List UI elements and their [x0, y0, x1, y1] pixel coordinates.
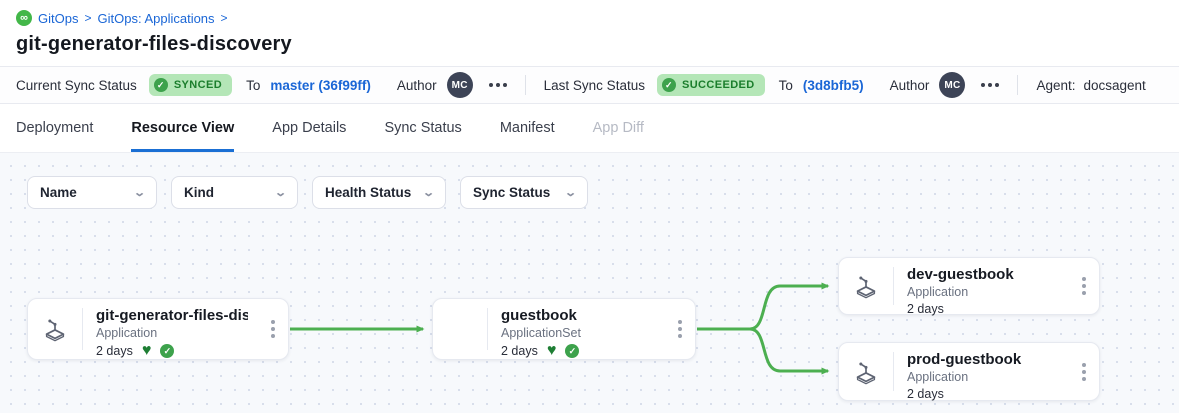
tab-resource-view[interactable]: Resource View: [131, 104, 235, 152]
current-sync-status-label: Current Sync Status: [16, 77, 137, 93]
breadcrumb-gitops-applications[interactable]: GitOps: Applications: [97, 10, 215, 26]
sync-check-icon: ✓: [160, 344, 175, 358]
status-bar: Current Sync Status ✓ SYNCED To master (…: [0, 66, 1179, 104]
node-menu-button[interactable]: [665, 299, 695, 359]
filter-sync-status-dropdown[interactable]: Sync Status ⌄: [460, 176, 588, 209]
filter-sync-status-label: Sync Status: [473, 185, 551, 200]
node-body: prod-guestbook Application 2 days: [894, 343, 1069, 401]
divider: [82, 308, 83, 350]
node-meta: 2 days ♥ ✓: [96, 343, 248, 359]
current-author-label: Author: [396, 77, 437, 93]
agent-label: Agent:: [1036, 77, 1076, 93]
tab-app-diff: App Diff: [592, 120, 644, 136]
node-body: dev-guestbook Application 2 days: [894, 258, 1069, 316]
last-sync-status-label: Last Sync Status: [543, 77, 645, 93]
health-heart-icon: ♥: [546, 342, 557, 359]
divider: [1017, 75, 1019, 95]
succeeded-badge-label: SUCCEEDED: [681, 79, 755, 91]
node-age: 2 days: [96, 344, 133, 358]
node-kind: Application: [96, 326, 158, 340]
filter-health-status-dropdown[interactable]: Health Status ⌄: [312, 176, 446, 209]
chevron-down-icon: ⌄: [132, 187, 146, 199]
last-author-avatar[interactable]: MC: [939, 72, 966, 98]
current-author-avatar[interactable]: MC: [446, 72, 473, 98]
node-guestbook[interactable]: guestbook ApplicationSet 2 days ♥ ✓: [432, 298, 696, 360]
node-kind: Application: [907, 370, 969, 384]
breadcrumb: ∞ GitOps > GitOps: Applications >: [16, 10, 1163, 26]
node-body: guestbook ApplicationSet 2 days ♥ ✓: [488, 299, 665, 359]
filter-name-label: Name: [40, 185, 77, 200]
page-title: git-generator-files-discovery: [16, 33, 292, 55]
node-age: 2 days: [501, 344, 538, 358]
breadcrumb-gitops[interactable]: GitOps: [38, 10, 79, 26]
node-prod-guestbook[interactable]: prod-guestbook Application 2 days: [838, 342, 1100, 401]
node-title: guestbook: [501, 307, 577, 324]
current-to-label: To: [246, 77, 261, 93]
check-circle-icon: ✓: [153, 78, 168, 92]
chevron-down-icon: ⌄: [421, 187, 435, 199]
health-heart-icon: ♥: [141, 342, 152, 359]
filter-bar: Name ⌄ Kind ⌄ Health Status ⌄ Sync Statu…: [27, 176, 588, 209]
edge-appset-to-dev: [749, 282, 830, 331]
filter-name-dropdown[interactable]: Name ⌄: [27, 176, 157, 209]
tab-app-details[interactable]: App Details: [272, 120, 347, 136]
chevron-down-icon: ⌄: [273, 187, 287, 199]
node-kind: Application: [907, 285, 969, 299]
divider: [893, 267, 894, 305]
divider: [524, 75, 526, 95]
node-body: git-generator-files-disco... Application…: [83, 299, 258, 359]
filter-health-status-label: Health Status: [325, 185, 412, 200]
last-author-label: Author: [889, 77, 930, 93]
node-meta: 2 days: [907, 302, 1059, 316]
node-title: git-generator-files-disco...: [96, 307, 248, 324]
tab-deployment[interactable]: Deployment: [16, 120, 94, 136]
synced-badge: ✓ SYNCED: [148, 74, 233, 96]
node-age: 2 days: [907, 387, 944, 401]
tab-manifest[interactable]: Manifest: [499, 120, 555, 136]
last-revision-link[interactable]: (3d8bfb5): [802, 77, 864, 93]
node-meta: 2 days ♥ ✓: [501, 343, 655, 359]
chevron-down-icon: ⌄: [563, 187, 577, 199]
agent-value: docsagent: [1083, 77, 1146, 93]
sync-check-icon: ✓: [565, 344, 580, 358]
application-icon: [839, 258, 893, 314]
node-meta: 2 days: [907, 387, 1059, 401]
current-revision-link[interactable]: master (36f99ff): [270, 77, 371, 93]
succeeded-badge: ✓ SUCCEEDED: [656, 74, 765, 96]
edge-appset-to-prod: [749, 327, 830, 375]
tab-bar: Deployment Resource View App Details Syn…: [0, 104, 1179, 153]
node-dev-guestbook[interactable]: dev-guestbook Application 2 days: [838, 257, 1100, 316]
last-to-label: To: [778, 77, 793, 93]
filter-kind-label: Kind: [184, 185, 214, 200]
node-kind: ApplicationSet: [501, 326, 581, 340]
resource-graph-canvas[interactable]: Name ⌄ Kind ⌄ Health Status ⌄ Sync Statu…: [0, 153, 1179, 413]
gitops-infinity-icon: ∞: [16, 10, 32, 26]
synced-badge-label: SYNCED: [173, 79, 223, 91]
node-git-generator-files-discovery[interactable]: git-generator-files-disco... Application…: [27, 298, 289, 360]
node-menu-button[interactable]: [1069, 258, 1099, 314]
node-menu-button[interactable]: [258, 299, 288, 359]
node-age: 2 days: [907, 302, 944, 316]
node-menu-button[interactable]: [1069, 343, 1099, 400]
applicationset-icon-empty: [433, 299, 487, 359]
current-more-button[interactable]: [488, 83, 507, 87]
application-icon: [28, 299, 82, 359]
divider: [893, 352, 894, 391]
last-more-button[interactable]: [981, 83, 1000, 87]
tab-sync-status[interactable]: Sync Status: [384, 120, 462, 136]
application-icon: [839, 343, 893, 400]
breadcrumb-separator: >: [220, 11, 228, 25]
filter-kind-dropdown[interactable]: Kind ⌄: [171, 176, 298, 209]
check-circle-icon: ✓: [661, 78, 676, 92]
breadcrumb-separator: >: [84, 11, 92, 25]
node-title: dev-guestbook: [907, 266, 1014, 283]
page-header: ∞ GitOps > GitOps: Applications > git-ge…: [0, 0, 1179, 66]
divider: [487, 308, 488, 350]
node-title: prod-guestbook: [907, 351, 1022, 368]
